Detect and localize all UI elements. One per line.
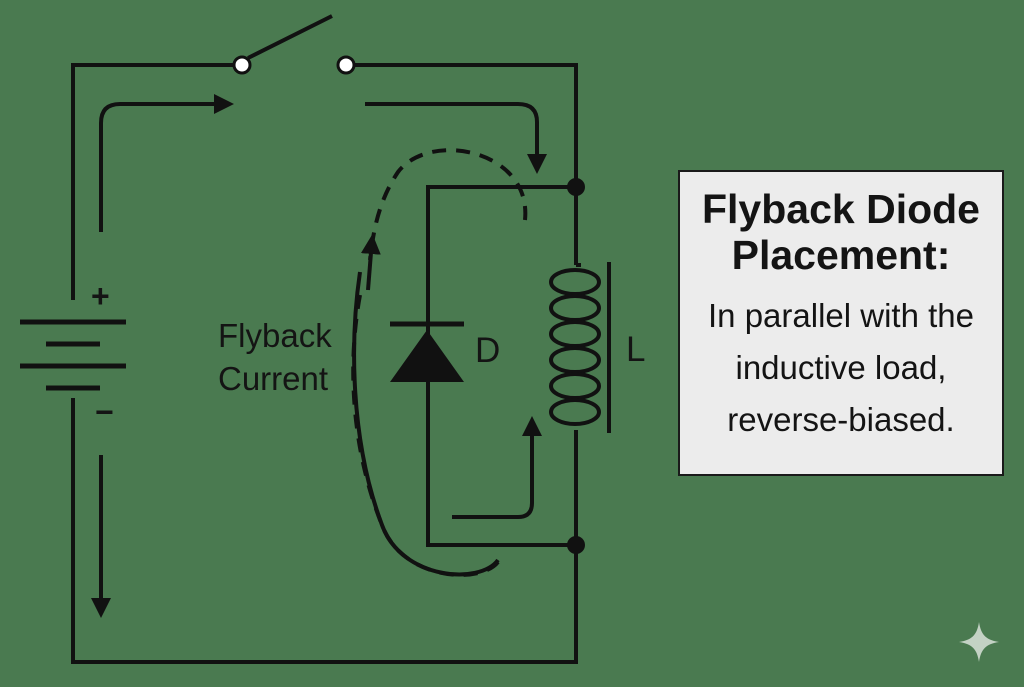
current-arrows: [91, 94, 547, 618]
inductor-icon: [549, 262, 611, 433]
arrow-icon: [365, 102, 547, 174]
diode-label: D: [475, 331, 501, 370]
wire-right-bottom: [71, 398, 578, 664]
junction-top: [567, 178, 585, 196]
wire-left-top: [71, 63, 242, 300]
arrow-icon: [99, 94, 234, 232]
switch-icon: [232, 14, 356, 75]
diode-icon: [390, 321, 464, 382]
flyback-current-path-lower: [351, 294, 500, 577]
arrow-icon: [452, 416, 542, 519]
info-panel: Flyback Diode Placement: In parallel wit…: [678, 170, 1004, 476]
battery-icon: [20, 319, 126, 391]
battery-plus-label: +: [91, 278, 110, 314]
inductor-label: L: [626, 330, 646, 369]
flyback-current-label: Flyback Current: [218, 317, 332, 397]
panel-text: In parallel with the inductive load, rev…: [708, 297, 974, 438]
wire-right-top: [346, 63, 578, 265]
arrow-icon: [360, 234, 381, 291]
junction-bottom: [567, 536, 585, 554]
battery-minus-label: −: [95, 394, 114, 430]
sparkle-icon: [959, 622, 999, 662]
panel-title: Flyback Diode Placement:: [702, 186, 980, 278]
